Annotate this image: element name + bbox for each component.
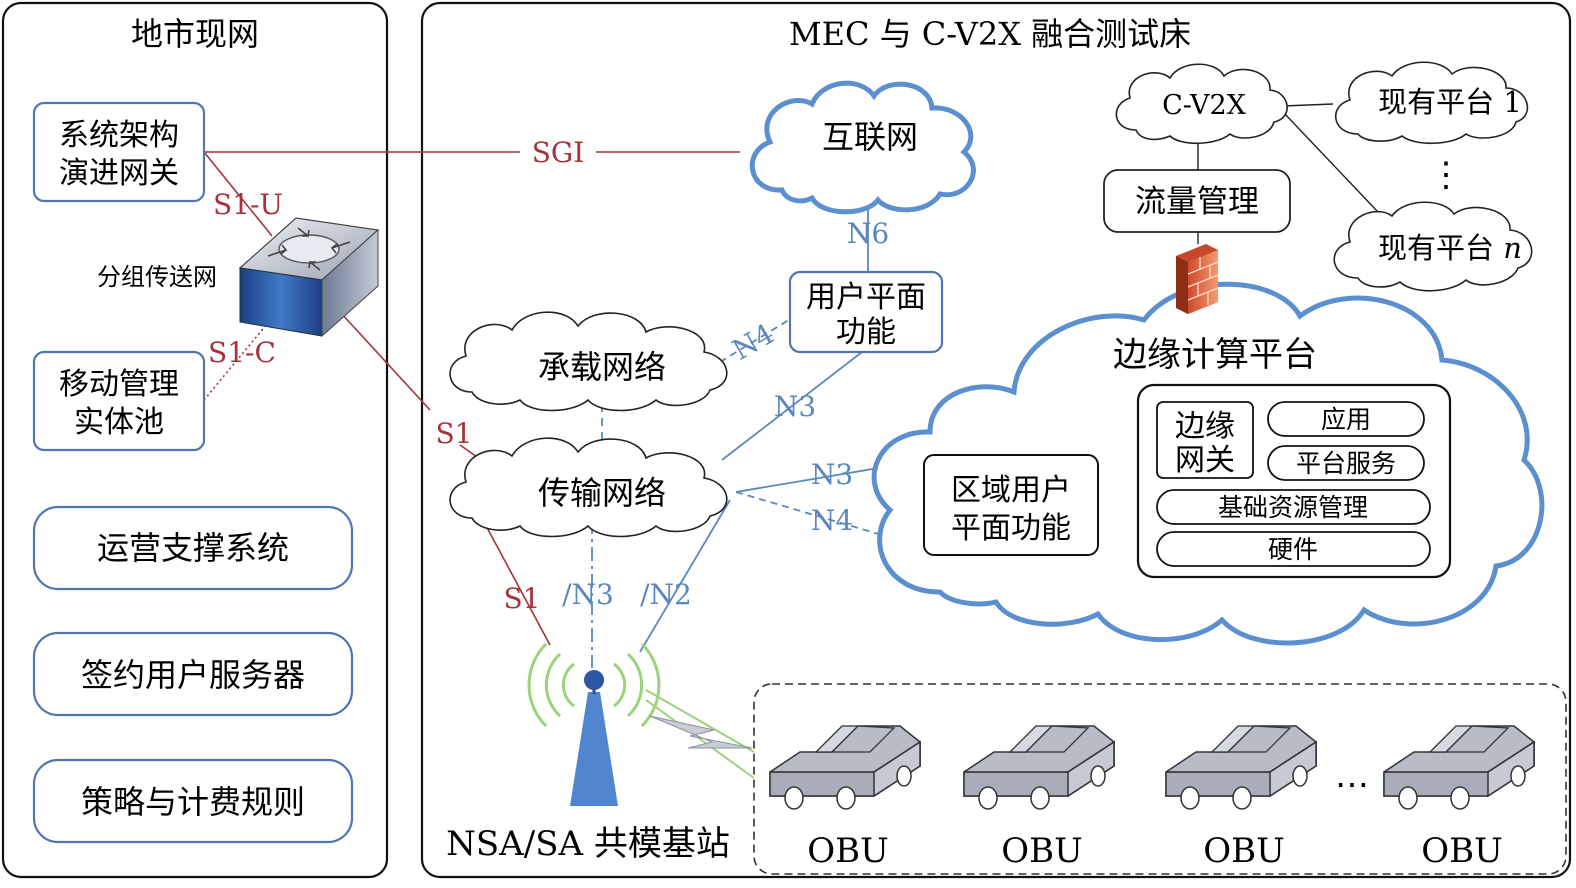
n4-edge-label: N4 (811, 504, 853, 537)
s1-bs-label: S1 (504, 582, 541, 615)
regional-upf-line1: 区域用户 (951, 473, 1071, 508)
firewall-icon (1176, 244, 1219, 314)
infra-mgmt-box: 基础资源管理 (1156, 489, 1431, 525)
left-panel-title: 地市现网 (131, 15, 259, 53)
n4-edge-line (735, 491, 927, 549)
n4-upf-label: N4 (727, 317, 780, 367)
regional-upf-box: 区域用户 平面功能 (923, 454, 1099, 556)
slash-n2-label: /N2 (640, 578, 692, 611)
hardware-box: 硬件 (1156, 531, 1431, 567)
sgw-label-line2: 演进网关 (59, 156, 179, 191)
cv2x-platformn-line (1282, 111, 1379, 213)
cv2x-platform1-line (1282, 103, 1334, 107)
vehicle-hdots: ⋯ (1335, 765, 1369, 805)
right-panel-title: MEC 与 C-V2X 融合测试床 (789, 15, 1191, 53)
n6-label: N6 (847, 217, 889, 250)
cv2x-cloud: C-V2X (1115, 63, 1288, 145)
s1c-label: S1-C (208, 336, 276, 369)
obu-vehicle-icon (1165, 725, 1317, 810)
red-links (203, 151, 740, 646)
upf-label-line1: 用户平面 (806, 280, 926, 315)
obu-vehicle-icon (963, 725, 1115, 810)
pcrf-label: 策略与计费规则 (81, 783, 305, 821)
s1-label: S1 (436, 417, 473, 450)
base-station-label: NSA/SA 共模基站 (446, 824, 730, 864)
obu-vehicle-icon (1383, 725, 1535, 810)
n4-upf-line (719, 317, 793, 363)
infra-mgmt-label: 基础资源管理 (1218, 493, 1368, 522)
upf-box: 用户平面 功能 (788, 270, 944, 354)
upf-label-line2: 功能 (836, 315, 896, 350)
internet-label: 互联网 (822, 118, 918, 156)
sgw-box: 系统架构 演进网关 (32, 101, 206, 203)
traffic-mgmt-label: 流量管理 (1135, 184, 1259, 220)
platform-n-cloud: 现有平台 n (1333, 201, 1533, 292)
packet-transport-label: 分组传送网 (97, 263, 217, 291)
mme-box: 移动管理 实体池 (32, 350, 206, 452)
obu-label: OBU (807, 831, 889, 871)
hss-label: 签约用户服务器 (81, 656, 305, 694)
slash-n3-label: /N3 (562, 578, 614, 611)
left-panel (1, 1, 389, 879)
s1-bs-line (483, 521, 551, 646)
s1u-line (203, 151, 273, 237)
sgw-label-line1: 系统架构 (59, 118, 179, 153)
obu-label: OBU (1203, 831, 1285, 871)
bearer-network-cloud: 承载网络 (449, 311, 728, 412)
edge-gateway-line1: 边缘 (1175, 409, 1235, 444)
cv2x-label: C-V2X (1162, 90, 1246, 121)
n2-bs-line (639, 499, 731, 653)
vehicles-group: OBU OBU OBU OBU (769, 725, 1535, 871)
edge-platform-label: 边缘计算平台 (1113, 335, 1317, 375)
s1u-label: S1-U (213, 188, 283, 221)
link-labels: SGI S1-U S1-C S1 N6 N4 N3 N3 N4 S1 /N3 /… (208, 136, 889, 615)
oss-label: 运营支撑系统 (97, 529, 289, 567)
n3-upf-label: N3 (774, 390, 816, 423)
obu-label: OBU (1421, 831, 1503, 871)
bs-cars-line-a (645, 689, 755, 753)
edge-gateway-box: 边缘 网关 (1156, 401, 1254, 479)
transport-network-cloud: 传输网络 (449, 437, 728, 538)
obu-vehicle-icon (769, 725, 921, 810)
n3-upf-line (721, 351, 863, 461)
edge-gateway-line2: 网关 (1175, 443, 1235, 478)
platform-1-label: 现有平台 1 (1378, 85, 1522, 119)
traffic-mgmt-box: 流量管理 (1103, 169, 1291, 233)
pcrf-box: 策略与计费规则 (32, 758, 354, 844)
switch-icon (238, 217, 380, 338)
platform-1-cloud: 现有平台 1 (1334, 61, 1529, 145)
mme-label-line2: 实体池 (74, 405, 164, 440)
platform-n-label: 现有平台 n (1378, 231, 1522, 265)
oss-box: 运营支撑系统 (32, 505, 354, 591)
hardware-label: 硬件 (1268, 535, 1318, 564)
sgi-label: SGI (532, 136, 585, 169)
internet-cloud: 互联网 (749, 80, 976, 215)
right-panel (420, 1, 1572, 879)
bearer-network-label: 承载网络 (538, 348, 666, 386)
transport-network-label: 传输网络 (538, 474, 666, 512)
regional-upf-line2: 平面功能 (951, 511, 1071, 546)
bs-cars-line-b (645, 699, 755, 779)
platform-vdots: ⋮ (1429, 155, 1463, 195)
base-station-icon (527, 642, 661, 806)
s1-line-upper (339, 311, 431, 411)
obu-label: OBU (1001, 831, 1083, 871)
green-links (645, 689, 755, 779)
app-box: 应用 (1267, 401, 1425, 437)
hss-box: 签约用户服务器 (32, 631, 354, 717)
wireless-lightning-icon (649, 715, 753, 749)
platform-service-label: 平台服务 (1296, 449, 1396, 478)
app-label: 应用 (1321, 405, 1371, 434)
mme-label-line1: 移动管理 (59, 367, 179, 402)
n3-edge-label: N3 (811, 458, 853, 491)
platform-service-box: 平台服务 (1267, 445, 1425, 481)
